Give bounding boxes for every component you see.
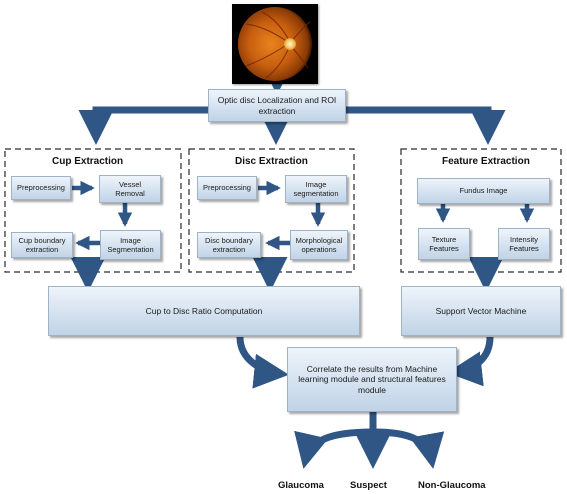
correlate-results-box: Correlate the results from Machine learn… bbox=[287, 347, 457, 412]
support-vector-machine-box: Support Vector Machine bbox=[401, 286, 561, 336]
arrow-correlate-to-nonglaucoma bbox=[372, 428, 445, 469]
cup-image-segmentation-box: Image Segmentation bbox=[100, 230, 161, 260]
disc-extraction-title: Disc Extraction bbox=[235, 156, 308, 167]
disc-image-segmentation-box: Image segmentation bbox=[285, 175, 347, 203]
roi-extraction-box: Optic disc Localization and ROI extracti… bbox=[208, 89, 346, 122]
fundus-photograph bbox=[232, 4, 318, 84]
disc-preprocessing-box: Preprocessing bbox=[197, 176, 257, 200]
feature-extraction-title: Feature Extraction bbox=[442, 156, 530, 167]
cup-to-disc-ratio-box: Cup to Disc Ratio Computation bbox=[48, 286, 360, 336]
arrow-roi-to-feature bbox=[346, 106, 506, 145]
cup-preprocessing-box: Preprocessing bbox=[11, 176, 71, 200]
fundus-image-box: Fundus Image bbox=[417, 178, 550, 204]
intensity-features-box: Intensity Features bbox=[498, 228, 550, 260]
cup-vessel-removal-box: Vessel Removal bbox=[99, 175, 161, 203]
arrow-cdr-to-correlate bbox=[236, 336, 289, 389]
arrow-svm-to-correlate bbox=[447, 336, 494, 387]
disc-morphological-operations-box: Morphological operations bbox=[290, 230, 348, 260]
texture-features-box: Texture Features bbox=[418, 228, 470, 260]
arrow-correlate-to-glaucoma bbox=[294, 428, 374, 469]
cup-extraction-title: Cup Extraction bbox=[52, 156, 124, 167]
output-non-glaucoma: Non-Glaucoma bbox=[418, 480, 486, 491]
output-suspect: Suspect bbox=[350, 480, 387, 491]
output-glaucoma: Glaucoma bbox=[278, 480, 324, 491]
disc-boundary-extraction-box: Disc boundary extraction bbox=[197, 232, 261, 258]
cup-boundary-extraction-box: Cup boundary extraction bbox=[11, 232, 73, 258]
arrow-roi-to-cup bbox=[78, 106, 208, 145]
